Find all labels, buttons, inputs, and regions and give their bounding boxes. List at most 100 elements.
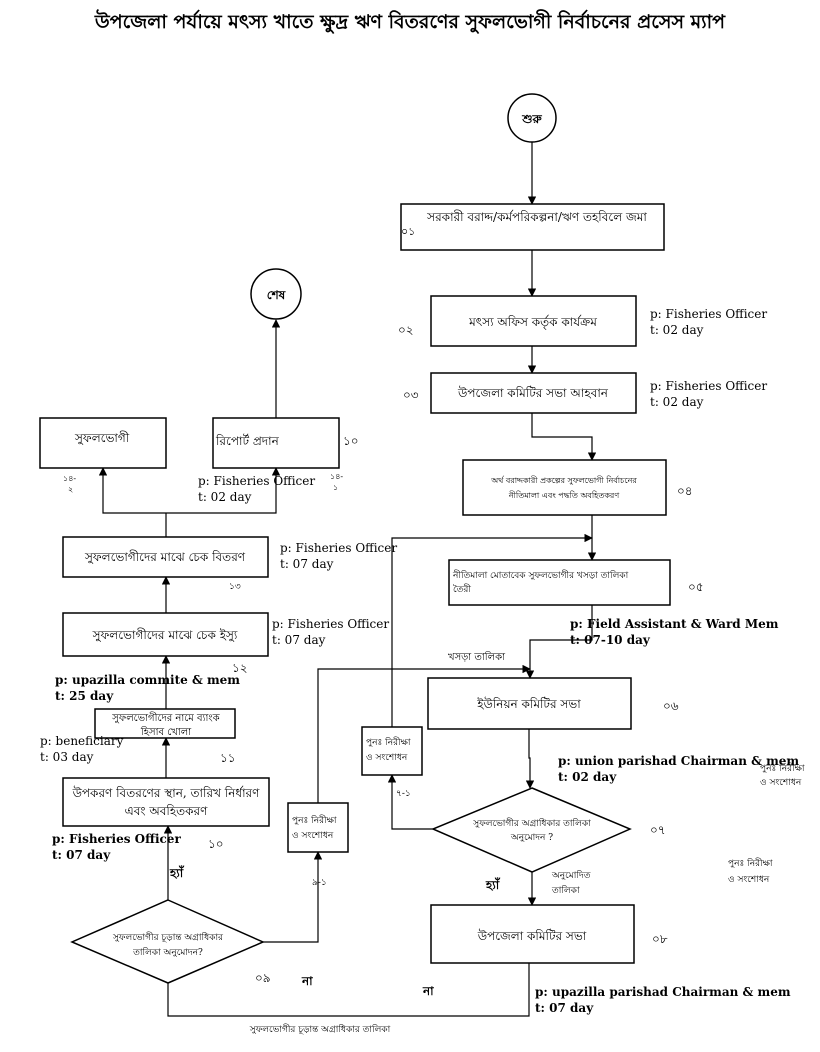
decision-07-line2: অনুমোদন ? xyxy=(510,833,553,843)
step-13-person: p: Fisheries Officer xyxy=(280,541,397,555)
step-9-1-number: ৯-১ xyxy=(312,878,327,888)
end-label: শেষ xyxy=(267,288,287,302)
edge-07-rev1 xyxy=(387,774,433,830)
step-05-time: t: 07-10 day xyxy=(570,633,651,647)
start-label: শুরু xyxy=(521,112,542,126)
step-11-box xyxy=(94,708,236,739)
step-12-label: সুফলভোগীদের মাঝে চেক ইস্যু xyxy=(92,628,238,643)
step-14-2-label: সুফলভোগী xyxy=(74,431,130,446)
step-12-annot-time: t: 07 day xyxy=(272,633,326,647)
side-revise-2-line2: ও সংশোধন xyxy=(728,875,770,885)
step-11-label-line2: হিসাব খোলা xyxy=(140,726,192,738)
step-11-person: p: beneficiary xyxy=(40,734,124,748)
step-03-time: t: 02 day xyxy=(650,395,704,409)
step-11-label-line1: সুফলভোগীদের নামে ব্যাংক xyxy=(111,711,220,724)
step-12-time: t: 25 day xyxy=(55,689,114,703)
revise-box-2-line1: পুনঃ নিরীক্ষা xyxy=(292,814,337,826)
step-10-time: t: 07 day xyxy=(52,848,111,862)
edge-06-07 xyxy=(525,729,535,789)
connectors xyxy=(98,142,597,1017)
step-14-1-time: t: 02 day xyxy=(198,490,252,504)
step-08-box xyxy=(430,904,635,964)
step-02-box xyxy=(430,295,637,347)
step-08-time: t: 07 day xyxy=(535,1001,594,1015)
diagram-title: উপজেলা পর্যায়ে মৎস্য খাতে ক্ষুদ্র ঋণ বি… xyxy=(94,11,726,33)
step-04-label-line1: অর্থ বরাদ্দকারী প্রকল্পের সুফলভোগী নির্ব… xyxy=(490,475,637,485)
edge-label-draft-list: খসড়া তালিকা xyxy=(448,651,506,663)
step-06-number: ০৬ xyxy=(663,699,679,713)
step-10-label-line2: এবং অবহিতকরণ xyxy=(125,804,209,818)
step-14-2-number-a: ১৪- xyxy=(63,474,76,483)
decision-09-line2: তালিকা অনুমোদন? xyxy=(132,947,203,958)
revise-box-1-line1: পুনঃ নিরীক্ষা xyxy=(366,736,411,748)
edge-split-14-1 xyxy=(166,467,281,514)
step-7-1-number: ৭-১ xyxy=(396,789,411,799)
edge-08-09 xyxy=(163,963,530,1017)
step-12-number: ১২ xyxy=(232,661,248,675)
step-11-number: ১১ xyxy=(220,751,236,765)
decision-09 xyxy=(70,899,265,984)
edge-label-yes-2: হ্যাঁ xyxy=(169,865,185,880)
revise-box-2-line2: ও সংশোধন xyxy=(292,831,334,841)
step-14-2-box xyxy=(39,417,167,469)
step-08-person: p: upazilla parishad Chairman & mem xyxy=(535,985,791,999)
step-06-box xyxy=(427,677,632,730)
step-05-person: p: Field Assistant & Ward Mem xyxy=(570,617,779,631)
start-node xyxy=(507,93,557,143)
side-revise-2-line1: পুনঃ নিরীক্ষা xyxy=(728,857,773,869)
step-13-label: সুফলভোগীদের মাঝে চেক বিতরণ xyxy=(84,550,246,565)
step-13-number: ১৩ xyxy=(229,582,241,592)
step-04-label-line2: নীতিমালা এবং পদ্ধতি অবহিতকরণ xyxy=(508,490,619,500)
step-13-box xyxy=(62,536,269,578)
step-14-1-number-b: ১ xyxy=(333,483,338,492)
edge-split-14-2 xyxy=(98,467,166,514)
step-03-person: p: Fisheries Officer xyxy=(650,379,767,393)
step-01-label: সরকারী বরাদ্দ/কর্মপরিকল্পনা/ঋণ তহবিলে জম… xyxy=(426,210,647,224)
edge-03-04 xyxy=(531,413,597,461)
step-02-number: ০২ xyxy=(398,323,414,337)
edge-rev1-05 xyxy=(391,533,593,727)
edge-label-final-list: সুফলভোগীর চূড়ান্ত অগ্রাধিকার তালিকা xyxy=(249,1023,391,1035)
revise-box-2 xyxy=(287,802,349,853)
step-09-number: ০৯ xyxy=(255,971,271,985)
decision-07-line1: সুফলভোগীর অগ্রাধিকার তালিকা xyxy=(472,817,591,829)
edge-label-approved-line1: অনুমোদিত xyxy=(551,870,591,881)
step-05-label-line2: তৈরী xyxy=(453,583,471,595)
step-05-number: ০৫ xyxy=(688,580,704,594)
step-10-label-line1: উপকরণ বিতরণের স্থান, তারিখ নির্ধারণ xyxy=(72,786,261,800)
step-14-1-number-a: ১৪- xyxy=(330,472,343,481)
step-12-annot-person: p: Fisheries Officer xyxy=(272,617,389,631)
step-07-time: t: 02 day xyxy=(558,770,617,784)
step-08-label: উপজেলা কমিটির সভা xyxy=(477,929,587,943)
step-06-label: ইউনিয়ন কমিটির সভা xyxy=(476,697,581,711)
step-05-label-line1: নীতিমালা মোতাবেক সুফলভোগীর খসড়া তালিকা xyxy=(452,569,629,581)
step-07-person: p: union parishad Chairman & mem xyxy=(558,754,799,768)
side-revise-1-line1: পুনঃ নিরীক্ষা xyxy=(760,762,805,774)
edge-label-approved-line2: তালিকা xyxy=(551,885,580,896)
step-10-box xyxy=(62,777,270,827)
decision-07 xyxy=(431,787,632,873)
step-02-time: t: 02 day xyxy=(650,323,704,337)
step-10-person: p: Fisheries Officer xyxy=(52,832,181,846)
step-14-1-person: p: Fisheries Officer xyxy=(198,474,315,488)
edge-label-yes-1: হ্যাঁ xyxy=(485,877,501,892)
step-01-number: ০১ xyxy=(401,225,415,238)
step-07-number: ০৭ xyxy=(650,823,666,837)
edge-05-06 xyxy=(525,605,593,679)
edge-label-no-1: না xyxy=(422,984,434,998)
step-08-number: ০৮ xyxy=(652,932,668,946)
step-14-2-number-b: ২ xyxy=(68,485,73,494)
step-12-person: p: upazilla commite & mem xyxy=(55,673,240,687)
step-13-time: t: 07 day xyxy=(280,557,334,571)
edge-rev2-06 xyxy=(317,664,531,803)
step-12-box xyxy=(62,612,269,657)
step-03-number: ০৩ xyxy=(403,388,419,402)
step-14-1-box xyxy=(212,417,340,469)
step-02-label: মৎস্য অফিস কর্তৃক কার্যক্রম xyxy=(468,315,597,330)
step-04-number: ০৪ xyxy=(677,484,693,498)
revise-box-1 xyxy=(361,726,423,776)
step-14-1-label: রিপোর্ট প্রদান xyxy=(215,434,280,448)
step-14-1-side-number: ১০ xyxy=(343,434,359,448)
side-revise-1-line2: ও সংশোধন xyxy=(760,778,802,788)
